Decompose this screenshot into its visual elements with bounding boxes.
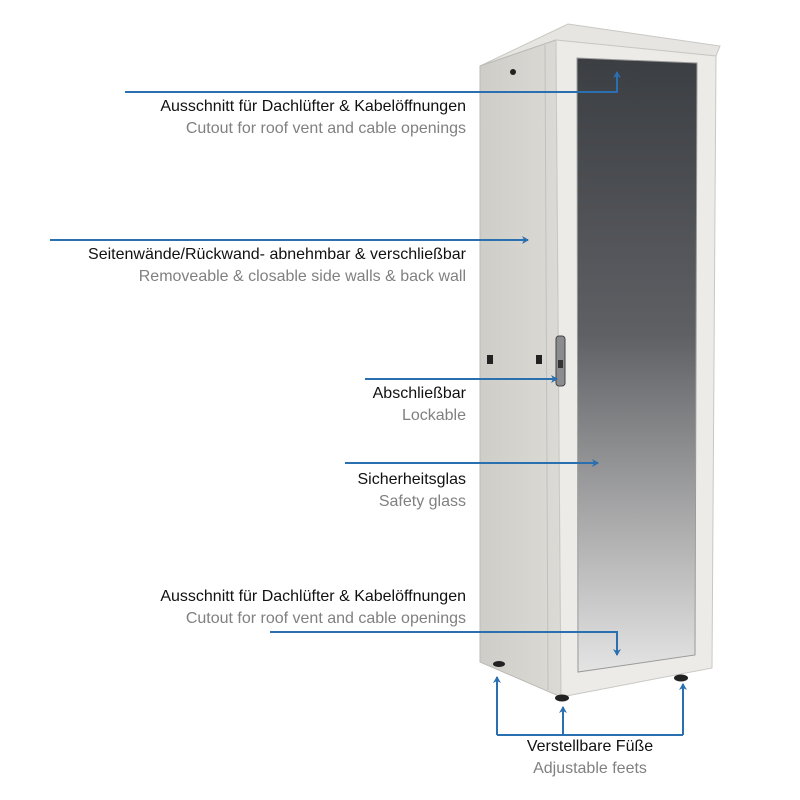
label-english: Adjustable feets — [533, 760, 647, 777]
annotation-feet: Verstellbare Füße Adjustable feets — [465, 736, 715, 780]
label-german: Seitenwände/Rückwand- abnehmbar & versch… — [88, 246, 466, 263]
foot — [493, 661, 505, 667]
label-english: Cutout for roof vent and cable openings — [185, 120, 466, 137]
label-german: Ausschnitt für Dachlüfter & Kabelöffnung… — [160, 588, 466, 605]
label-german: Sicherheitsglas — [357, 471, 467, 488]
label-english: Removeable & closable side walls & back … — [138, 268, 466, 285]
label-english: Cutout for roof vent and cable openings — [185, 610, 466, 627]
label-english: Lockable — [401, 407, 466, 424]
foot — [674, 674, 688, 682]
foot — [555, 694, 569, 702]
cabinet-side-panel — [479, 39, 562, 698]
label-german: Abschließbar — [372, 385, 466, 402]
label-english: Safety glass — [378, 493, 466, 510]
annotation-safety-glass: Sicherheitsglas Safety glass — [358, 469, 467, 513]
label-german: Ausschnitt für Dachlüfter & Kabelöffnung… — [160, 98, 466, 115]
cabinet — [479, 23, 721, 702]
side-latch — [536, 355, 542, 364]
side-latch — [487, 355, 493, 364]
label-german: Verstellbare Füße — [526, 738, 654, 755]
annotation-lockable: Abschließbar Lockable — [373, 383, 466, 427]
callout-arrow-roof-cutout — [125, 71, 621, 93]
annotation-side-walls: Seitenwände/Rückwand- abnehmbar & versch… — [88, 244, 466, 288]
annotation-bottom-cutout: Ausschnitt für Dachlüfter & Kabelöffnung… — [160, 586, 466, 630]
callout-lines — [50, 71, 687, 736]
side-lock-hole — [510, 69, 516, 75]
safety-glass — [576, 57, 698, 673]
callout-arrow-bottom-cutout — [270, 631, 621, 656]
annotation-roof-cutout: Ausschnitt für Dachlüfter & Kabelöffnung… — [160, 96, 466, 140]
